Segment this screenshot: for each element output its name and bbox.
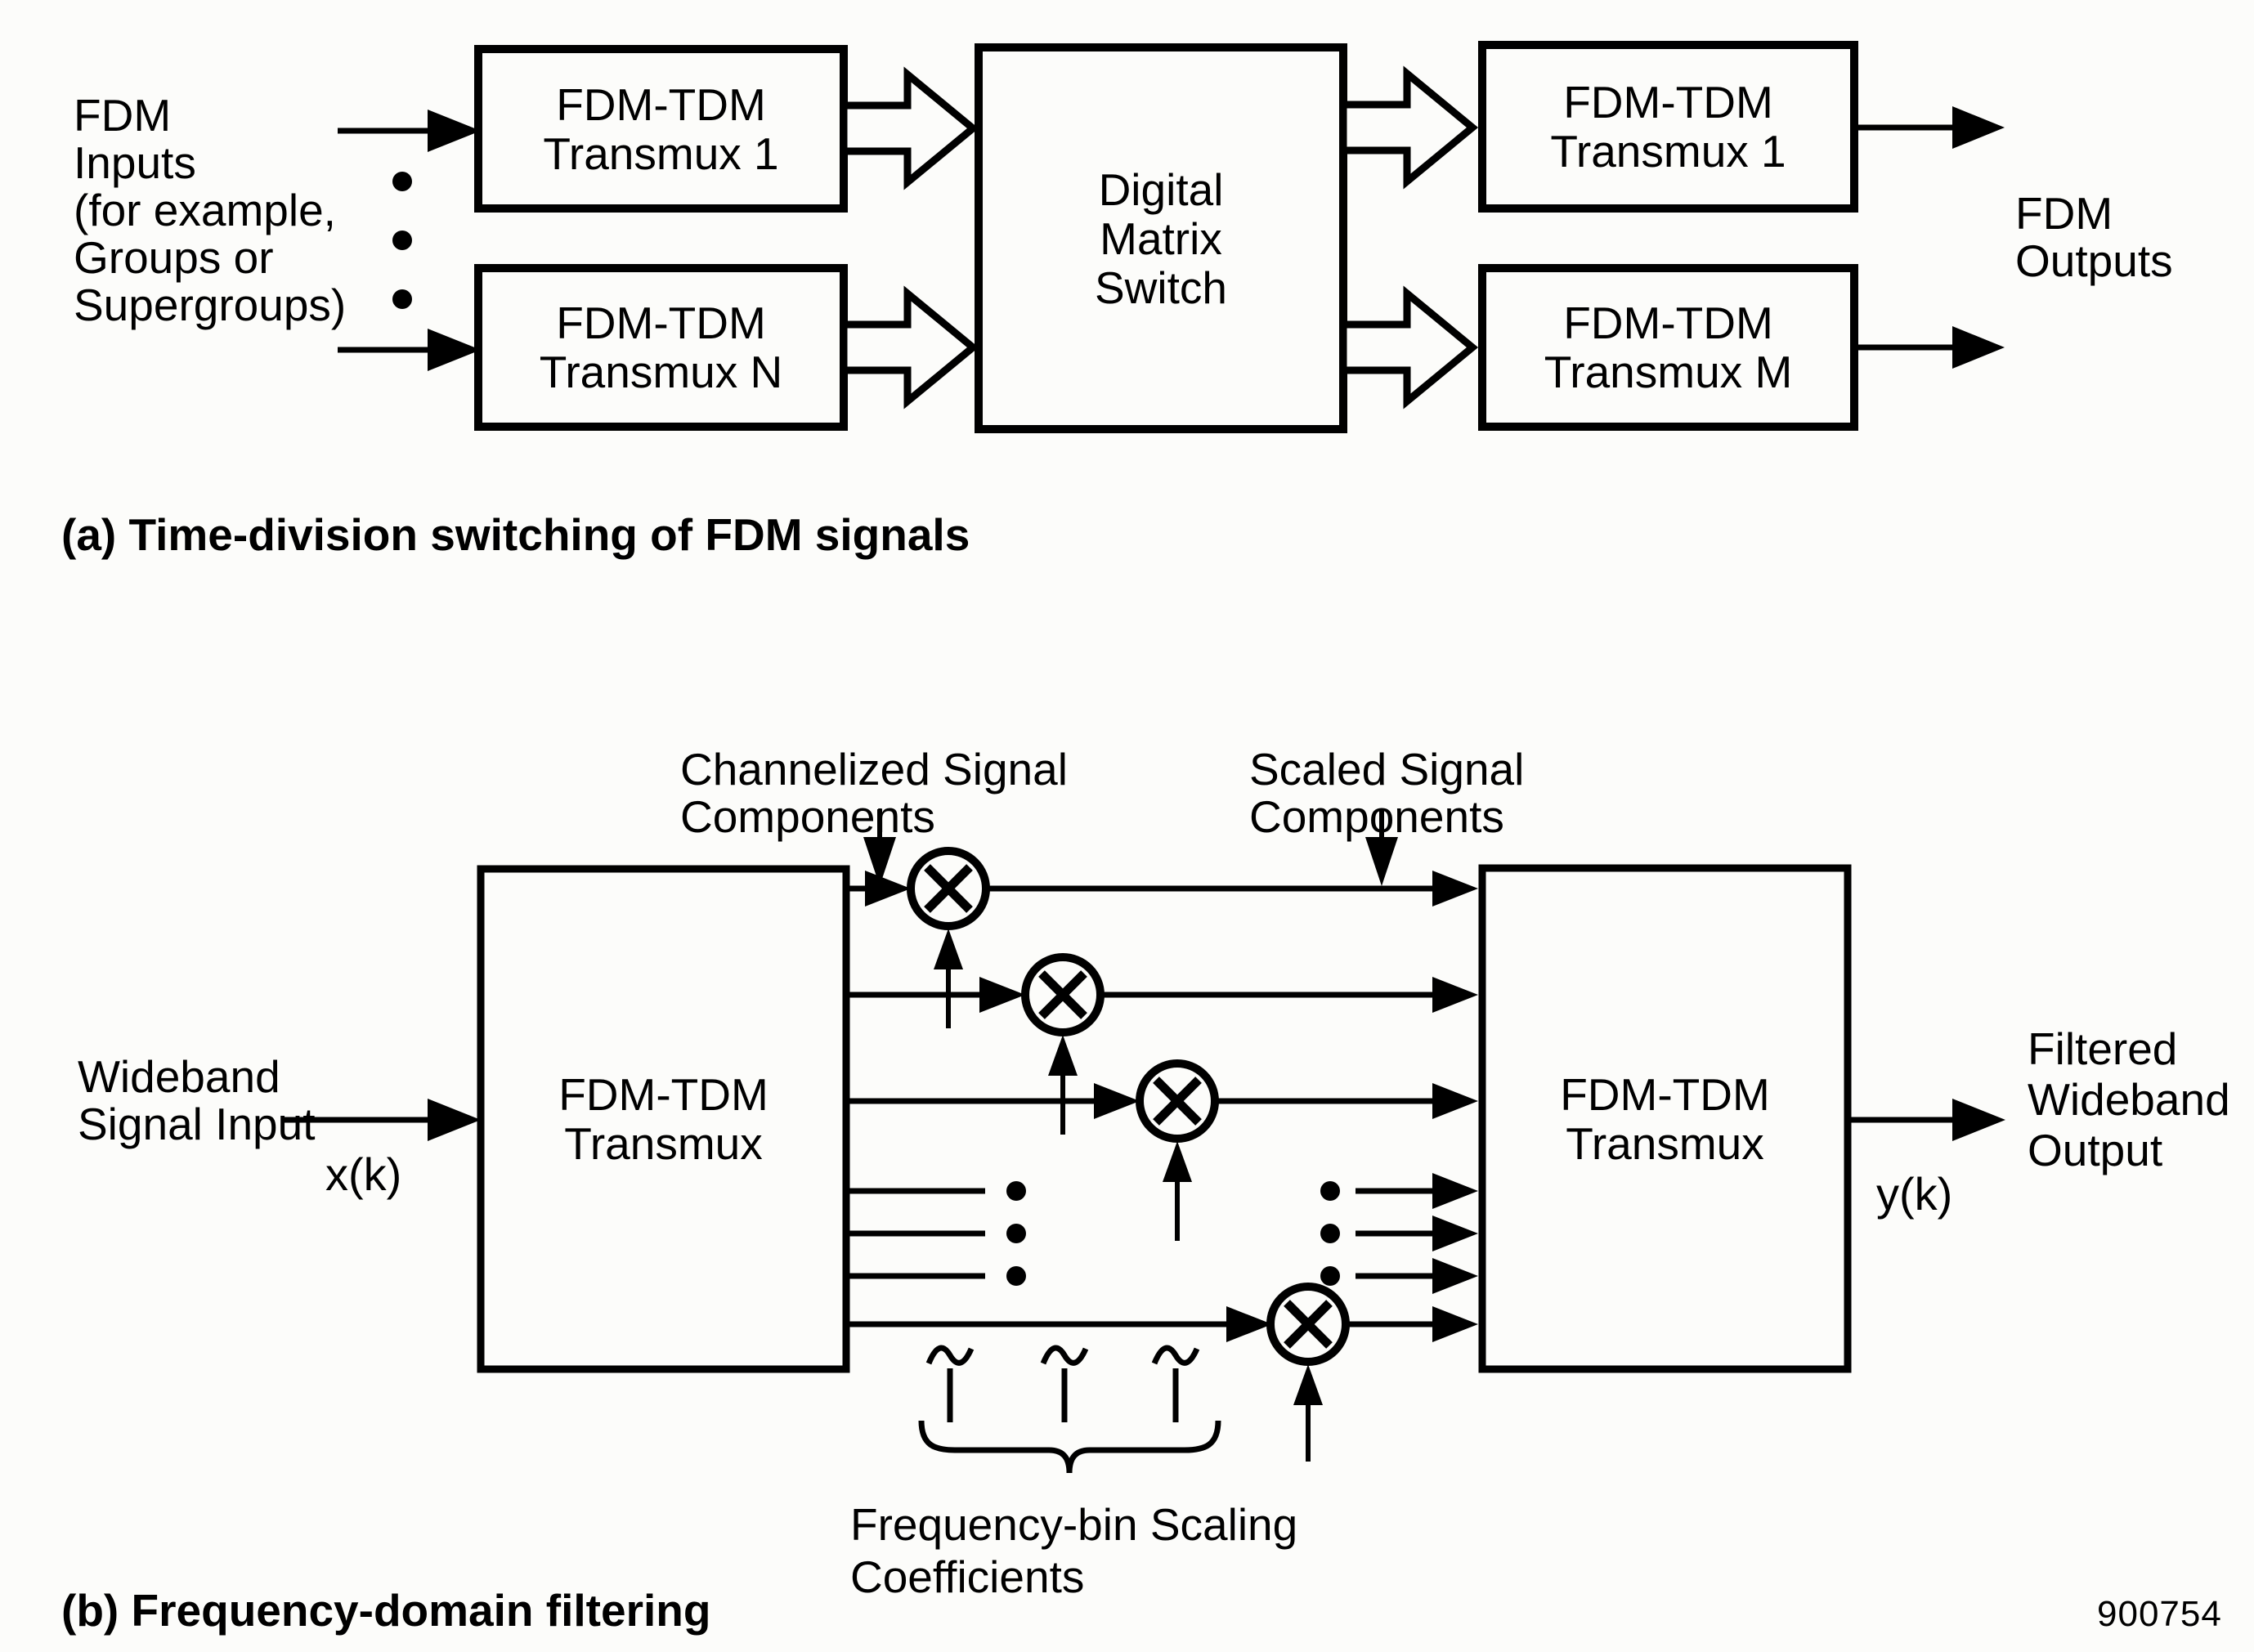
coefficient-break-1-icon <box>925 1345 975 1422</box>
coefficient-arrow-3 <box>1163 1141 1192 1241</box>
block-arrow-out-top-icon <box>1339 65 1479 190</box>
multiplier-1-icon <box>907 847 990 930</box>
wideband-input-arrow <box>282 1099 481 1141</box>
transmux-in-1-label: FDM-TDM Transmux 1 <box>543 78 779 179</box>
block-arrow-out-bottom-icon <box>1339 285 1479 410</box>
coefficient-break-3-icon <box>1151 1345 1200 1422</box>
digital-matrix-switch-box <box>975 43 1347 433</box>
fdm-input-arrow-bottom <box>338 329 481 371</box>
digital-matrix-switch-label: Digital Matrix Switch <box>1095 163 1227 313</box>
part-b-artwork <box>282 809 2005 1474</box>
transmux-in-n-box <box>474 264 848 431</box>
channel-line-1 <box>846 871 1478 907</box>
fdm-input-arrow-top <box>338 110 481 152</box>
input-ellipsis-dots-icon <box>392 172 412 309</box>
channel-stub-arrows-right <box>1356 1173 1478 1294</box>
coefficients-label: Frequency-bin Scaling Coefficients <box>850 1499 1298 1602</box>
part-a-caption: (a) Time-division switching of FDM signa… <box>61 509 970 560</box>
transmux-out-m-box <box>1478 264 1858 431</box>
wideband-input-label: Wideband Signal Input <box>78 1051 316 1149</box>
transmux-left-box <box>477 865 850 1373</box>
transmux-in-1-box <box>474 45 848 213</box>
transmux-left-label: FDM-TDM Transmux <box>558 1069 769 1169</box>
figure-number: 900754 <box>2097 1594 2222 1634</box>
transmux-right-label: FDM-TDM Transmux <box>1560 1068 1770 1169</box>
fdm-inputs-label: FDM Inputs (for example, Groups or Super… <box>74 90 347 330</box>
filtered-output-arrow <box>1848 1099 2005 1141</box>
scaled-pointer-arrow <box>1365 809 1398 886</box>
transmux-in-n-label: FDM-TDM Transmux N <box>539 298 783 397</box>
coefficient-arrow-1 <box>934 929 963 1028</box>
multiplier-2-icon <box>1021 953 1105 1036</box>
filtered-output-label: Filtered Wideband Output <box>2028 1023 2230 1175</box>
fdm-output-arrow-top <box>1854 106 2005 149</box>
transmux-out-m-label: FDM-TDM Transmux M <box>1544 298 1793 397</box>
channel-line-2 <box>846 977 1478 1013</box>
input-signal-label: x(k) <box>325 1148 402 1200</box>
scaled-components-label: Scaled Signal Components <box>1249 744 1525 842</box>
output-signal-label: y(k) <box>1876 1168 1953 1220</box>
right-ellipsis-dots-icon <box>1320 1181 1340 1286</box>
channel-stub-lines-left <box>846 1188 985 1279</box>
coefficient-arrow-4 <box>1293 1364 1323 1462</box>
coefficient-break-2-icon <box>1040 1345 1089 1422</box>
brace-icon <box>918 1420 1221 1474</box>
fdm-output-arrow-bottom <box>1854 326 2005 369</box>
fdm-outputs-label: FDM Outputs <box>2015 188 2173 286</box>
channelized-components-label: Channelized Signal Components <box>680 744 1068 842</box>
left-ellipsis-dots-icon <box>1006 1181 1026 1286</box>
channel-line-3 <box>846 1083 1478 1119</box>
block-arrow-in-bottom-icon <box>840 285 979 410</box>
channelized-pointer-arrow <box>863 809 896 886</box>
multiplier-4-icon <box>1266 1283 1350 1366</box>
channel-line-bottom <box>846 1306 1478 1342</box>
block-arrow-in-top-icon <box>840 66 979 190</box>
multiplier-3-icon <box>1136 1059 1219 1143</box>
part-a-artwork <box>338 41 2005 433</box>
transmux-right-box <box>1478 864 1852 1373</box>
part-b-caption: (b) Frequency-domain filtering <box>61 1585 711 1636</box>
transmux-out-1-label: FDM-TDM Transmux 1 <box>1550 77 1786 177</box>
coefficient-arrow-2 <box>1048 1035 1078 1135</box>
